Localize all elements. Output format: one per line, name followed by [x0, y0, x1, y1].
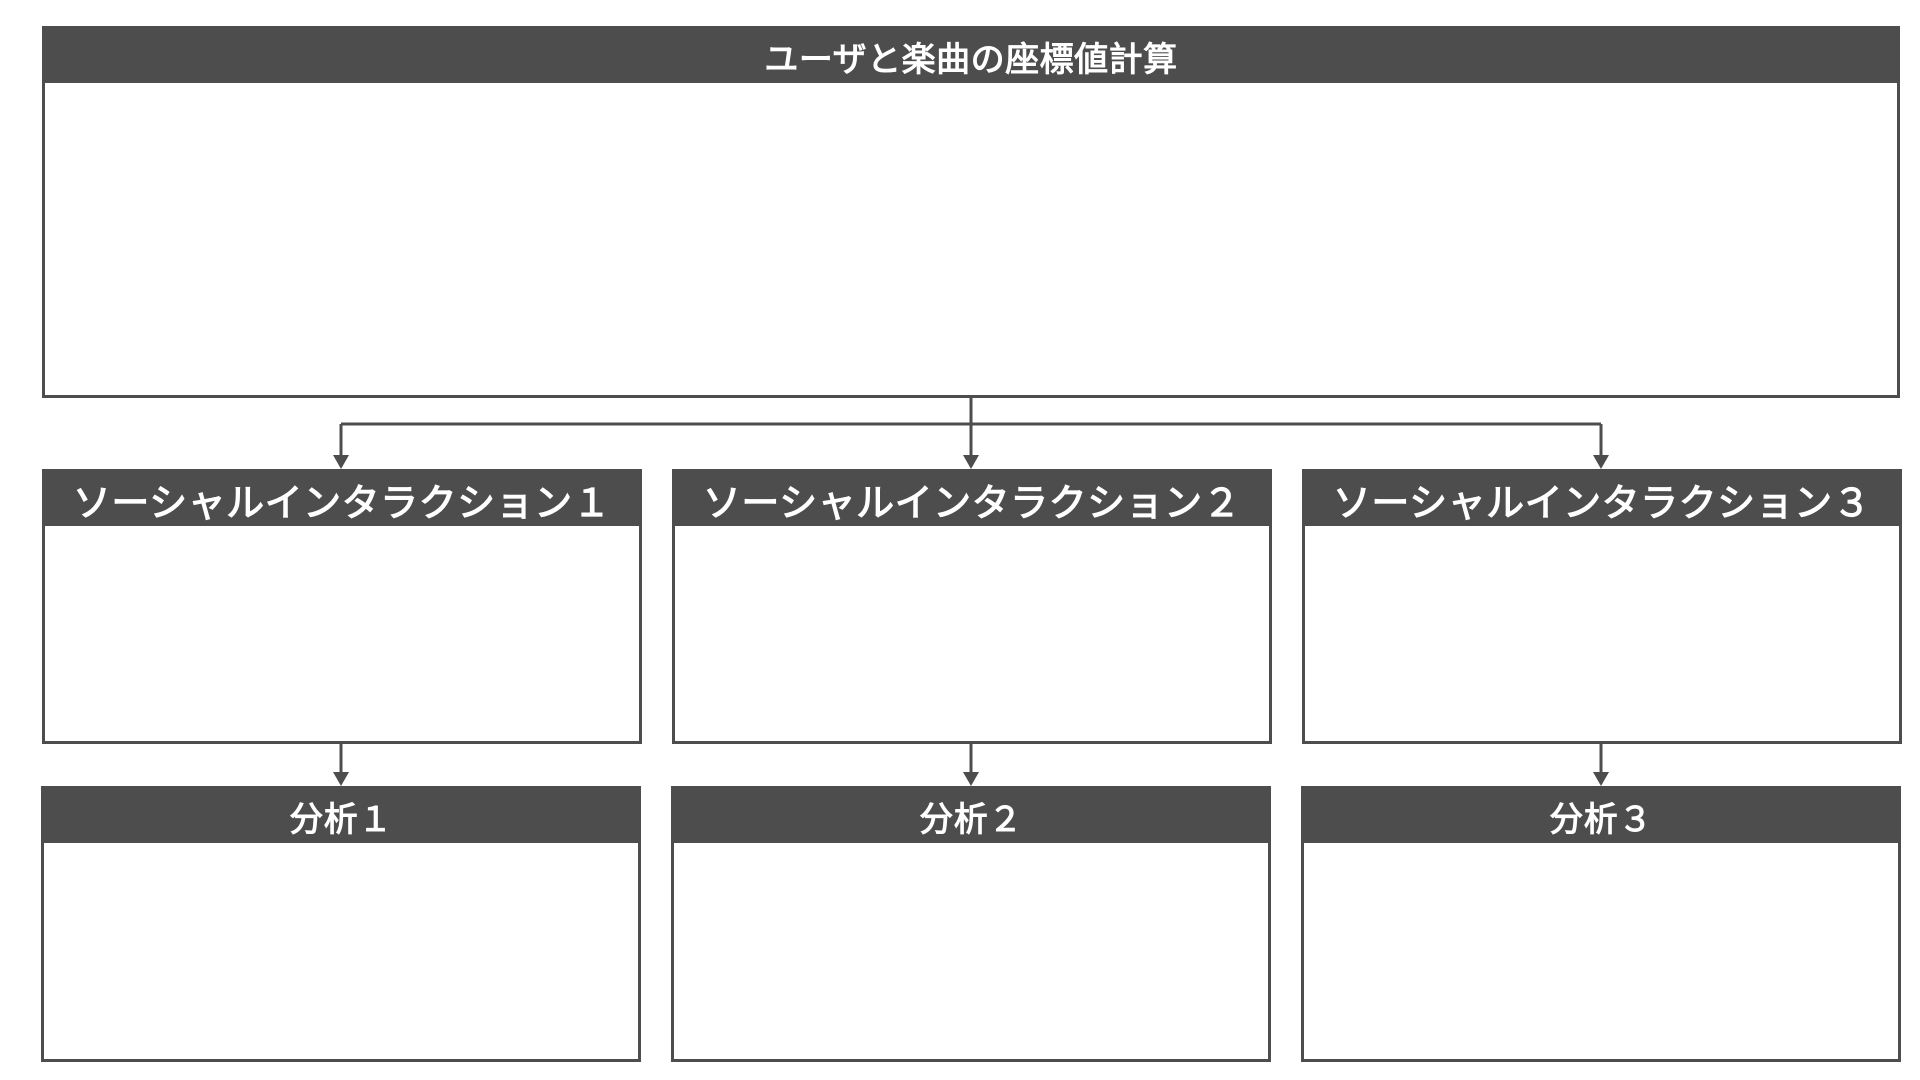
- interaction-box-2: ソーシャルインタラクション２: [672, 469, 1272, 744]
- arrowhead-analysis-3: [1593, 772, 1609, 786]
- arrowhead-interaction-2: [963, 455, 979, 469]
- interaction-box-3-title: ソーシャルインタラクション３: [1305, 472, 1899, 526]
- interaction-box-1: ソーシャルインタラクション１: [42, 469, 642, 744]
- analysis-box-3: 分析３: [1301, 786, 1901, 1062]
- arrowhead-interaction-3: [1593, 455, 1609, 469]
- interaction-box-2-title: ソーシャルインタラクション２: [675, 472, 1269, 526]
- arrowhead-analysis-2: [963, 772, 979, 786]
- interaction-box-2-body: [675, 526, 1269, 741]
- analysis-box-3-title: 分析３: [1304, 789, 1898, 843]
- analysis-box-3-body: [1304, 843, 1898, 1059]
- arrowhead-interaction-1: [333, 455, 349, 469]
- root-box-title: ユーザと楽曲の座標値計算: [45, 29, 1897, 83]
- analysis-box-1: 分析１: [41, 786, 641, 1062]
- root-box-body: [45, 83, 1897, 395]
- interaction-box-3-body: [1305, 526, 1899, 741]
- analysis-box-2-body: [674, 843, 1268, 1059]
- interaction-box-1-body: [45, 526, 639, 741]
- analysis-box-2: 分析２: [671, 786, 1271, 1062]
- analysis-box-2-title: 分析２: [674, 789, 1268, 843]
- interaction-box-3: ソーシャルインタラクション３: [1302, 469, 1902, 744]
- analysis-box-1-body: [44, 843, 638, 1059]
- root-box: ユーザと楽曲の座標値計算: [42, 26, 1900, 398]
- arrowhead-analysis-1: [333, 772, 349, 786]
- analysis-box-1-title: 分析１: [44, 789, 638, 843]
- interaction-box-1-title: ソーシャルインタラクション１: [45, 472, 639, 526]
